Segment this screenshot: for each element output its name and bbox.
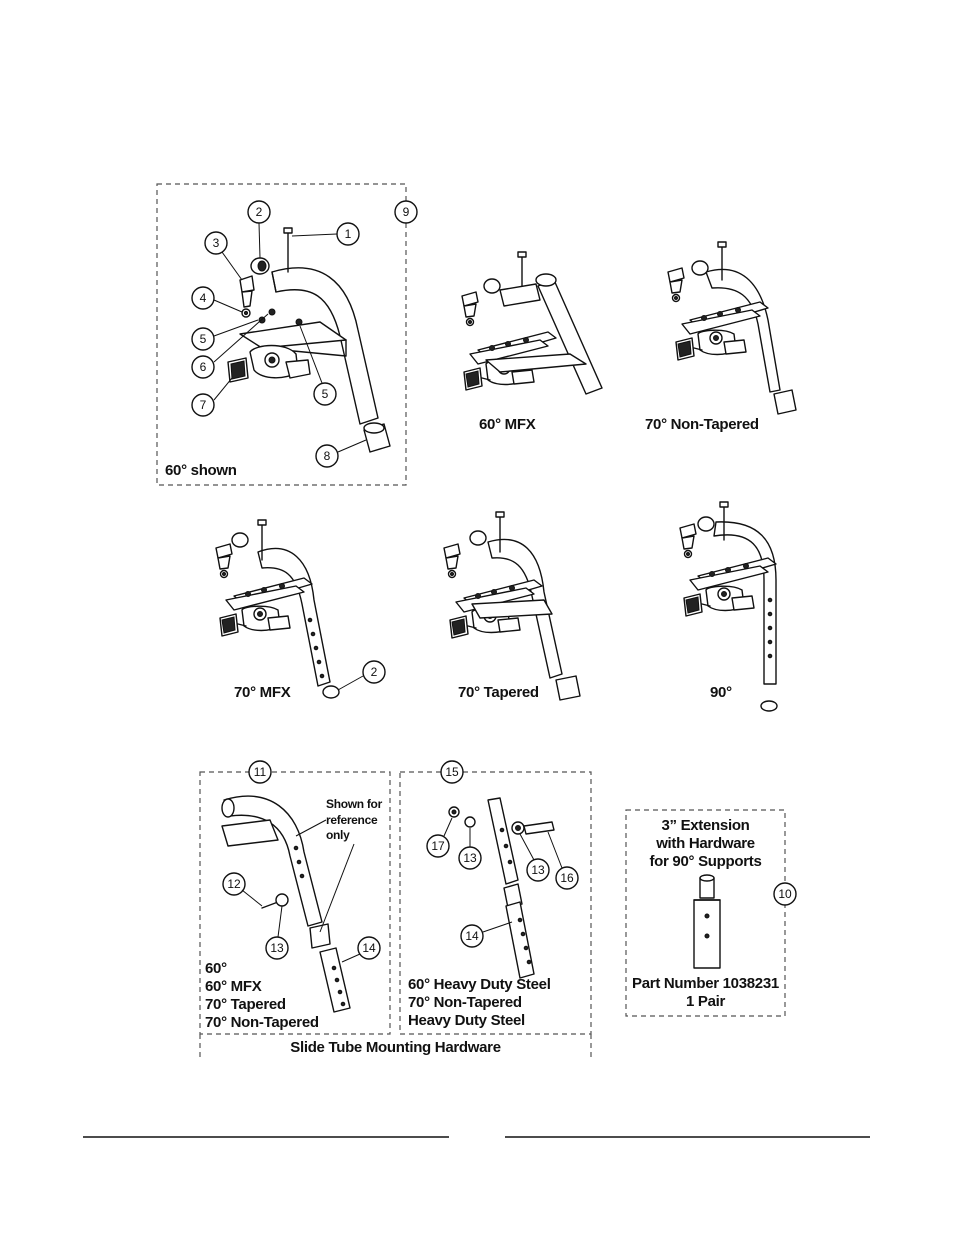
main-callouts: 1 2 3 4 5 6 7 5 8 9 [191,200,418,468]
mfx-60-assembly [461,251,603,395]
extension-part-number: Part Number 1038231 1 Pair [626,975,785,1011]
deg-90-assembly [679,501,778,712]
callout-13c: 13 [531,863,545,877]
slide-tube-footer-label: Slide Tube Mounting Hardware [290,1039,501,1056]
callout-5b: 5 [322,387,329,401]
callout-12: 12 [227,877,241,891]
caption-60-mfx: 60° MFX [479,416,536,433]
callout-14a: 14 [362,941,376,955]
caption-70-mfx: 70° MFX [234,684,291,701]
caption-90: 90° [710,684,732,701]
slide-tube-60-assembly: 11 12 13 14 [221,760,381,1013]
caption-70-tapered: 70° Tapered [458,684,539,701]
tapered-70-assembly [443,511,581,701]
nontapered-70-assembly [667,241,797,415]
callout-6: 6 [200,360,207,374]
list-item: 70° Tapered [205,996,286,1013]
callout-3: 3 [213,236,220,250]
reference-note: Shown for reference only [326,797,382,844]
slide-tube-footer-frame [199,1034,592,1060]
extension-box [625,809,786,1017]
callout-15: 15 [445,765,459,779]
reference-note-line3: only [326,828,350,843]
main-assembly-box [156,183,407,486]
callout-11: 11 [254,765,267,779]
callout-2: 2 [256,205,263,219]
slide-tube-60-list: 60° 60° MFX 70° Tapered 70° Non-Tapered [205,960,319,1032]
extension-title: 3” Extension with Hardware for 90° Suppo… [626,817,785,871]
callout-7: 7 [200,398,207,412]
extension-part: 10 [693,874,797,969]
part-number-text: Part Number 1038231 [632,975,779,992]
list-item: 70° Non-Tapered [408,994,522,1011]
callout-10: 10 [778,887,792,901]
slide-tube-hd-assembly: 15 17 13 13 16 14 [426,760,579,979]
list-item: 60° [205,960,227,977]
slide-tube-box-60 [199,771,391,1035]
callout-13a: 13 [270,941,284,955]
callout-4: 4 [200,291,207,305]
callout-13b: 13 [463,851,477,865]
reference-note-line1: Shown for [326,797,382,811]
callout-1: 1 [345,227,352,241]
callout-2b: 2 [371,665,378,679]
callout-5: 5 [200,332,207,346]
list-item: 60° MFX [205,978,262,995]
list-item: Heavy Duty Steel [408,1012,525,1029]
callout-9: 9 [403,205,410,219]
callout-8: 8 [324,449,331,463]
extension-title-line1: 3” Extension [661,817,750,834]
mfx-70-assembly: 2 [215,519,386,699]
slide-tube-box-hd [399,771,592,1035]
caption-60-shown: 60° shown [165,462,237,479]
extension-title-line2: with Hardware [656,835,755,852]
callout-14b: 14 [465,929,479,943]
quantity-text: 1 Pair [685,993,726,1010]
callout-16: 16 [560,871,574,885]
caption-70-nontapered: 70° Non-Tapered [645,416,759,433]
main-60-assembly [227,227,391,453]
reference-note-line2: reference [326,812,378,827]
extension-title-line3: for 90° Supports [649,853,762,870]
list-item: 70° Non-Tapered [205,1014,319,1031]
list-item: 60° Heavy Duty Steel [408,976,551,993]
callout-17: 17 [431,839,445,853]
slide-tube-hd-list: 60° Heavy Duty Steel 70° Non-Tapered Hea… [408,976,551,1030]
